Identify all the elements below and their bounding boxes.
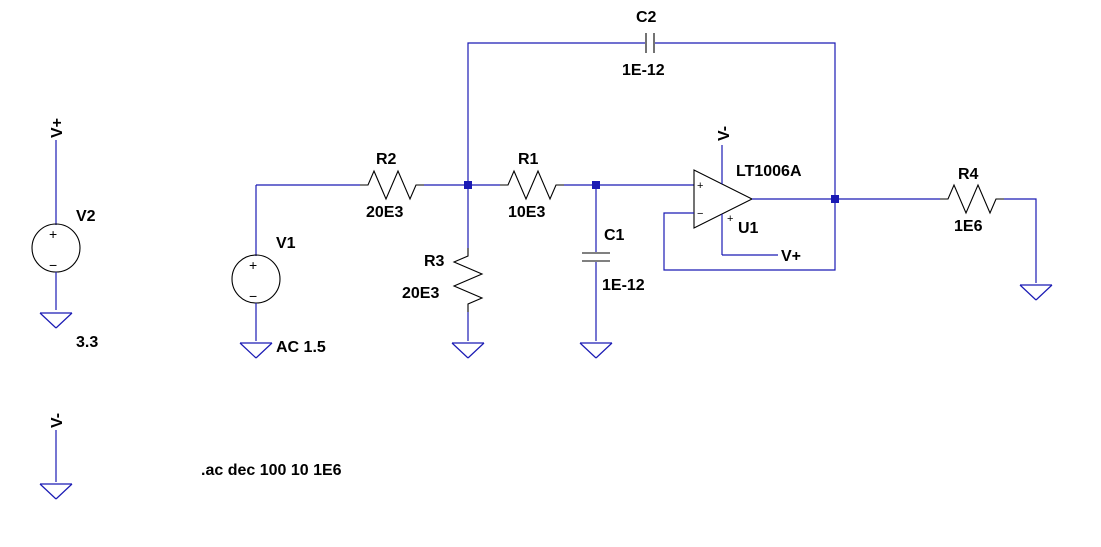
r1-resistor[interactable] [500, 169, 564, 201]
v2-supply[interactable]: + − [31, 140, 81, 329]
feedback-wire [663, 199, 836, 271]
u1-opamp[interactable]: + − + [693, 145, 778, 256]
ground-icon [239, 342, 273, 359]
resistor-icon [940, 183, 1004, 215]
vminus-flag[interactable] [39, 430, 73, 500]
svg-text:+: + [697, 180, 703, 192]
c1-value: 1E-12 [602, 277, 645, 294]
svg-text:+: + [249, 257, 257, 273]
svg-text:−: − [249, 288, 257, 304]
opamp-icon [693, 169, 754, 229]
r2-resistor[interactable] [360, 169, 424, 201]
u1-name: U1 [738, 220, 759, 237]
ground-icon [39, 312, 73, 329]
svg-text:−: − [697, 208, 703, 220]
c1-name: C1 [604, 227, 625, 244]
c2-name: C2 [636, 9, 657, 26]
r3-name: R3 [424, 253, 445, 270]
v1-name: V1 [276, 235, 296, 252]
r2-value: 20E3 [366, 204, 403, 221]
u1-vminus-label: V- [716, 126, 733, 141]
u1-model: LT1006A [736, 163, 802, 180]
feedback-wire [655, 42, 836, 199]
svg-text:+: + [727, 213, 733, 225]
ground-icon [579, 342, 613, 359]
v2-name: V2 [76, 208, 96, 225]
ground-icon [451, 342, 485, 359]
v1-source[interactable]: + − [231, 185, 281, 359]
v2-net-label: V+ [49, 118, 66, 138]
resistor-icon [360, 169, 424, 201]
v2-value: 3.3 [76, 334, 98, 351]
c1-capacitor[interactable] [582, 252, 610, 262]
r1-value: 10E3 [508, 204, 545, 221]
svg-text:+: + [49, 226, 57, 242]
svg-text:−: − [49, 257, 57, 273]
resistor-icon [500, 169, 564, 201]
vminus-net-label: V- [49, 413, 66, 428]
r2-name: R2 [376, 151, 397, 168]
r4-resistor[interactable] [940, 183, 1004, 215]
ground-icon [1019, 284, 1053, 301]
r1-name: R1 [518, 151, 539, 168]
u1-vplus-label: V+ [781, 248, 801, 265]
junction-dot-icon [592, 181, 600, 189]
spice-directive[interactable]: .ac dec 100 10 1E6 [201, 462, 342, 479]
ground-icon [39, 483, 73, 500]
r4-value: 1E6 [954, 218, 983, 235]
c2-value: 1E-12 [622, 62, 665, 79]
wire [1004, 198, 1037, 283]
r4-name: R4 [958, 166, 979, 183]
c2-capacitor[interactable] [645, 33, 655, 53]
r3-resistor[interactable] [452, 248, 484, 312]
v1-value: AC 1.5 [276, 339, 326, 356]
resistor-icon [452, 248, 484, 312]
junction-dot-icon [831, 195, 839, 203]
junction-dot-icon [464, 181, 472, 189]
r3-value: 20E3 [402, 285, 439, 302]
feedback-wire [467, 42, 645, 185]
